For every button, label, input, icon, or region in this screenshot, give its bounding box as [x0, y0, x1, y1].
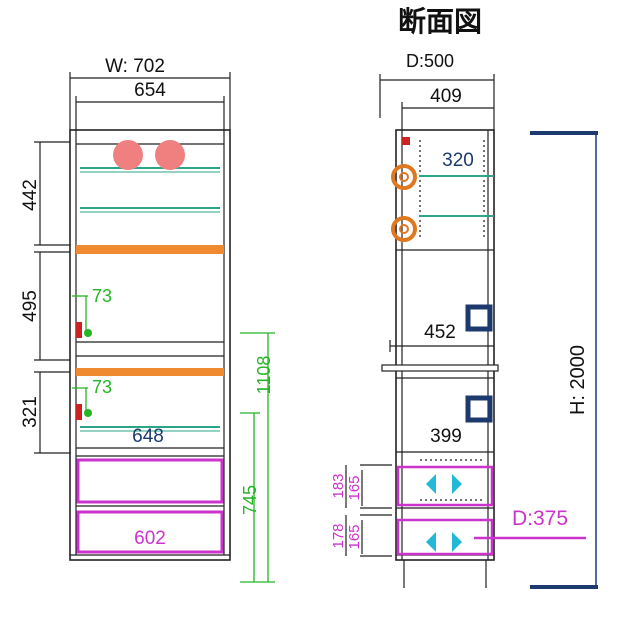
section-drawers: [396, 465, 586, 556]
upper-height-label: 442: [20, 179, 41, 211]
front-height-dims: [240, 332, 275, 583]
shelf-width-label: 648: [132, 426, 164, 447]
middle-height-label: 495: [20, 290, 41, 322]
drawer-slide-arrows: [426, 474, 462, 552]
lower-depth-label: 399: [430, 426, 462, 447]
marker-dot: [113, 140, 143, 170]
front-glass-shelves: [80, 167, 220, 432]
width-total-label: W: 702: [105, 56, 165, 77]
section-dotted-lines: [419, 140, 485, 501]
total-height-dim: [530, 131, 598, 589]
section-rings: [391, 164, 417, 242]
drawing-title: 断面図: [398, 5, 482, 37]
pin-dot: [84, 409, 92, 417]
navy-square-marker: [465, 395, 493, 423]
pin-bracket: [76, 404, 82, 420]
width-inner-label: 654: [134, 80, 166, 101]
drawer-depth-label: D:375: [512, 507, 568, 530]
depth-inner-label: 409: [430, 86, 462, 107]
front-shelf-lower: [76, 368, 224, 376]
front-pin-dims: [72, 295, 88, 412]
upper-depth-label: 320: [442, 150, 474, 171]
lower-height-label: 321: [20, 396, 41, 428]
section-glass-shelves: [420, 175, 494, 217]
drawer2-inner-label: 165: [346, 524, 363, 549]
drawer2-outer-label: 178: [330, 523, 347, 548]
pin-bracket: [76, 322, 82, 338]
navy-square-marker: [465, 304, 493, 332]
front-view: [34, 72, 231, 561]
height-1108-label: 1108: [254, 356, 274, 395]
section-bracket: [402, 137, 410, 145]
total-height-label: H: 2000: [567, 345, 589, 415]
pin-dot: [84, 329, 92, 337]
height-745-label: 745: [240, 485, 260, 515]
front-shelf-upper: [76, 245, 224, 254]
depth-total-label: D:500: [406, 51, 454, 71]
drawer1-inner-label: 165: [346, 475, 363, 500]
marker-dot: [155, 140, 185, 170]
drawer1-outer-label: 183: [330, 473, 347, 498]
front-drawers: [76, 458, 224, 554]
pin-upper-label: 73: [92, 286, 112, 306]
slide-depth-label: 452: [424, 322, 456, 343]
pin-lower-label: 73: [92, 377, 112, 397]
drawer-width-label: 602: [134, 528, 166, 549]
